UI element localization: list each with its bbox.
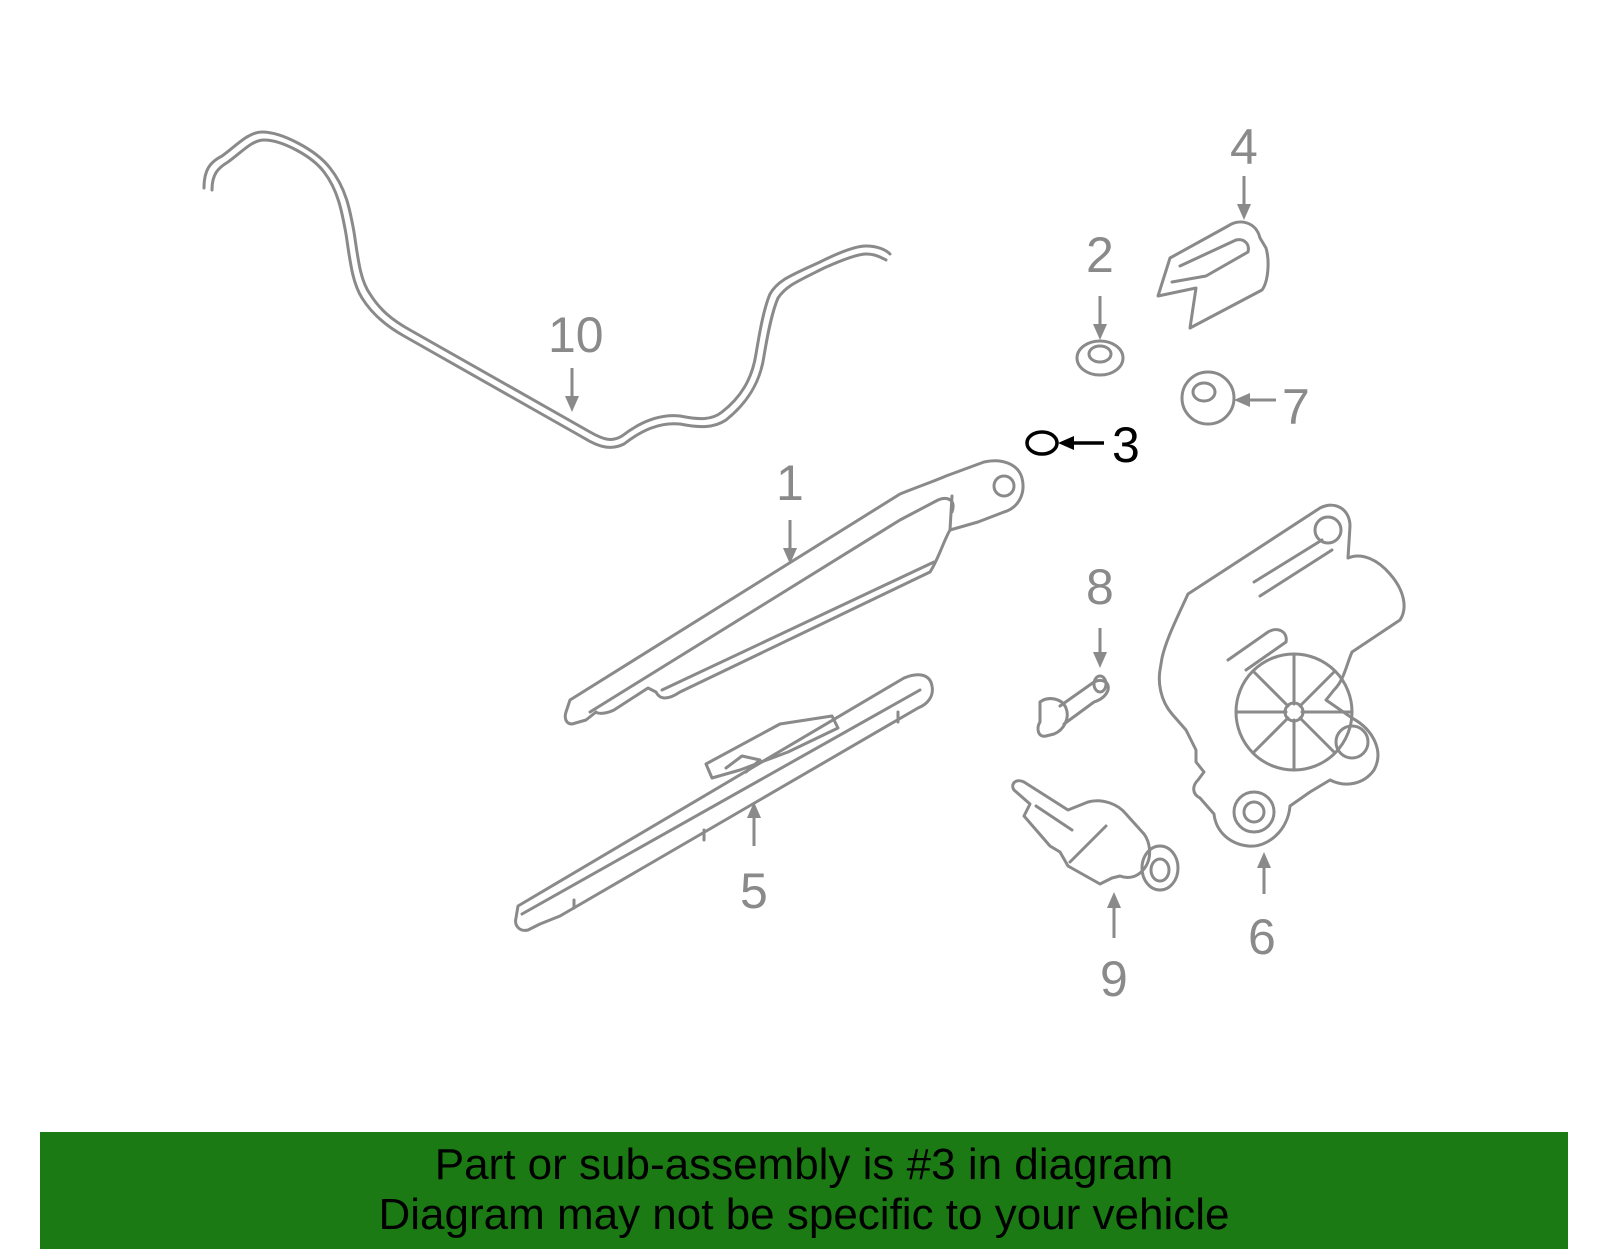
callout-8-arrow <box>1093 628 1107 668</box>
callout-5: 5 <box>740 863 768 919</box>
callout-9-arrow <box>1107 892 1121 938</box>
part-10-washer-hose[interactable] <box>202 130 892 449</box>
part-2-washer[interactable] <box>1075 339 1125 377</box>
part-4-cover-cap[interactable] <box>1156 220 1270 330</box>
callout-3: 3 <box>1112 417 1140 473</box>
callout-2-arrow <box>1093 296 1107 340</box>
part-7-grommet[interactable] <box>1180 370 1236 426</box>
callout-5-arrow <box>747 802 761 846</box>
callout-9: 9 <box>1100 951 1128 1007</box>
callout-6-arrow <box>1257 852 1271 894</box>
callout-4: 4 <box>1230 119 1258 175</box>
part-8-bolt[interactable] <box>1036 674 1110 738</box>
part-1-wiper-arm[interactable] <box>563 459 1025 726</box>
part-6-wiper-motor[interactable] <box>1157 503 1406 848</box>
callout-3-arrow <box>1058 436 1104 450</box>
footer-banner: Part or sub-assembly is #3 in diagram Di… <box>40 1132 1568 1249</box>
callout-1-arrow <box>783 520 797 564</box>
callout-4-arrow <box>1237 176 1251 220</box>
callout-8: 8 <box>1086 559 1114 615</box>
footer-line-disclaimer: Diagram may not be specific to your vehi… <box>378 1190 1230 1239</box>
callout-10: 10 <box>548 307 604 363</box>
callout-7-arrow <box>1234 393 1276 407</box>
footer-line-part-number: Part or sub-assembly is #3 in diagram <box>434 1140 1174 1189</box>
part-5-wiper-blade[interactable] <box>514 673 934 932</box>
callout-2: 2 <box>1086 227 1114 283</box>
part-3-o-ring[interactable] <box>1025 430 1059 456</box>
part-9-nozzle[interactable] <box>1011 779 1180 892</box>
callout-6: 6 <box>1248 909 1276 965</box>
callout-10-arrow <box>565 368 579 412</box>
callout-1: 1 <box>776 455 804 511</box>
callout-7: 7 <box>1282 379 1310 435</box>
